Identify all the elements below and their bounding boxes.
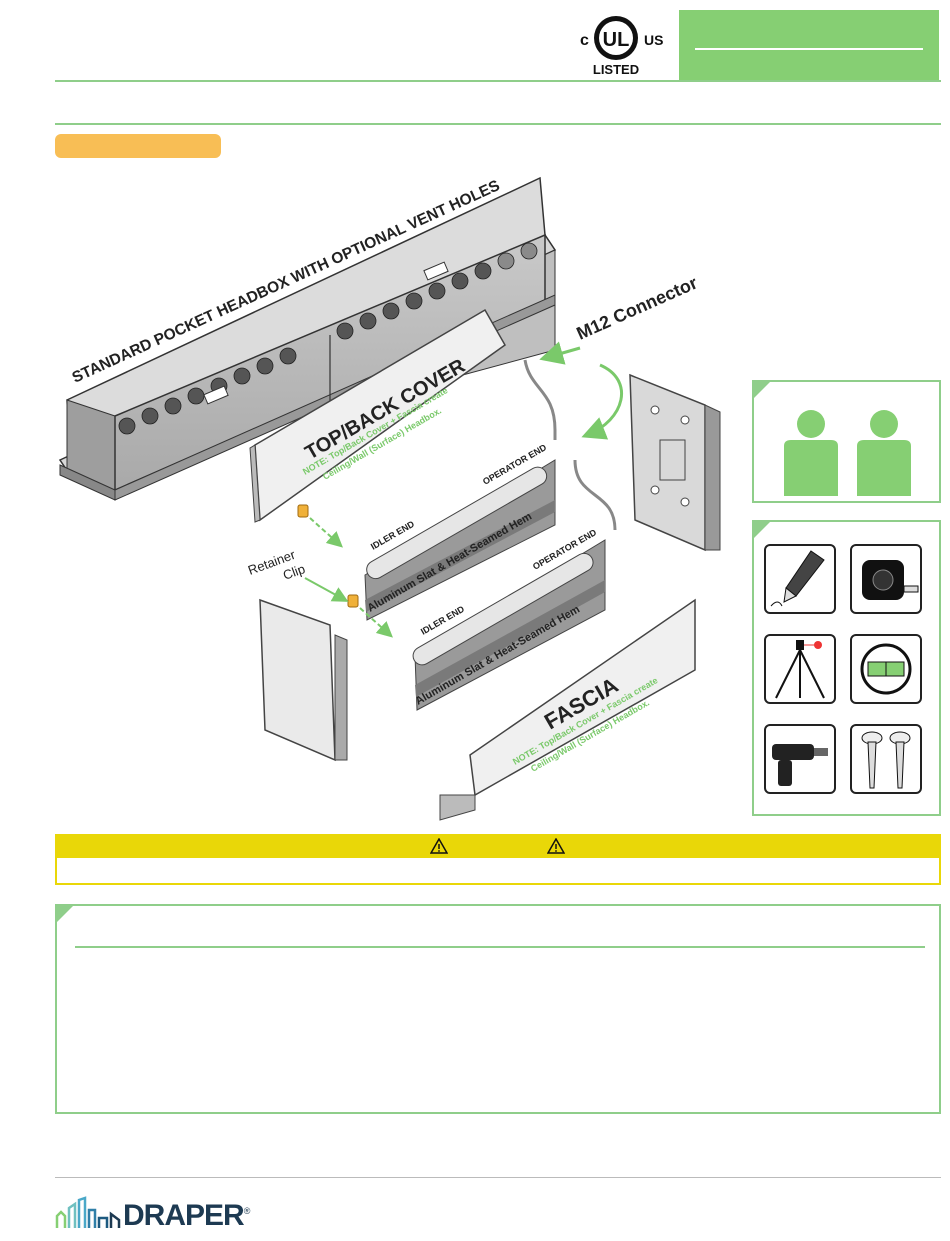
m12-arrow-bottom: [581, 363, 623, 440]
footer-rule: [55, 1177, 941, 1178]
notes-panel-rule: [75, 946, 925, 948]
screws-icon: [850, 724, 922, 794]
brand-name: DRAPER: [123, 1199, 245, 1232]
ul-c-text: c: [580, 32, 589, 49]
section-tag: [55, 134, 221, 158]
pencil-icon: [764, 544, 836, 614]
m12-label: M12 Connector: [573, 272, 700, 343]
draper-skyline-logo-icon: [55, 1196, 121, 1228]
laser-level-icon: [764, 634, 836, 704]
m12-arrow-top: [539, 341, 581, 365]
ul-logo-icon: c UL US LISTED: [580, 16, 663, 77]
cable-lower: [573, 459, 617, 531]
tape-measure-icon: [850, 544, 922, 614]
title-box: [679, 10, 939, 80]
warning-triangle-icon: [547, 838, 565, 854]
retainer-pointer: [304, 577, 349, 602]
drill-icon: [764, 724, 836, 794]
retainer-label-line2: Clip: [281, 561, 307, 583]
bubble-level-icon: [850, 634, 922, 704]
notes-panel: [55, 904, 941, 1114]
brand-registered: ®: [243, 1206, 251, 1216]
vent-holes: [118, 242, 538, 435]
header-rule-top: [55, 80, 941, 82]
ul-listed-mark: c UL US LISTED: [578, 8, 666, 78]
header-rule-bottom: [55, 123, 941, 125]
notes-panel-corner: [57, 906, 73, 922]
ul-listed-text: LISTED: [593, 62, 639, 77]
title-box-rule: [695, 48, 923, 50]
clip-arrow-lower: [359, 607, 393, 638]
ul-us-text: US: [644, 32, 663, 48]
ul-ul-text: UL: [603, 29, 630, 51]
mounting-bracket: [629, 373, 721, 552]
warning-triangle-icon: [430, 838, 448, 854]
cable-upper: [523, 359, 557, 440]
clip-arrow-upper: [309, 517, 343, 548]
exploded-diagram: STANDARD POCKET HEADBOX WITH OPTIONAL VE…: [58, 176, 721, 821]
tools-panel-corner: [754, 522, 770, 538]
retainer-clip-upper: [297, 504, 309, 518]
draper-logo-text: DRAPER®: [123, 1199, 251, 1233]
end-bracket-left: [259, 598, 348, 762]
two-person-icon: [784, 410, 911, 496]
installers-panel: [752, 380, 941, 503]
warning-body: [55, 858, 941, 885]
warning-bar: [55, 834, 941, 858]
installers-panel-corner: [754, 382, 770, 398]
retainer-clip-lower: [347, 594, 359, 608]
